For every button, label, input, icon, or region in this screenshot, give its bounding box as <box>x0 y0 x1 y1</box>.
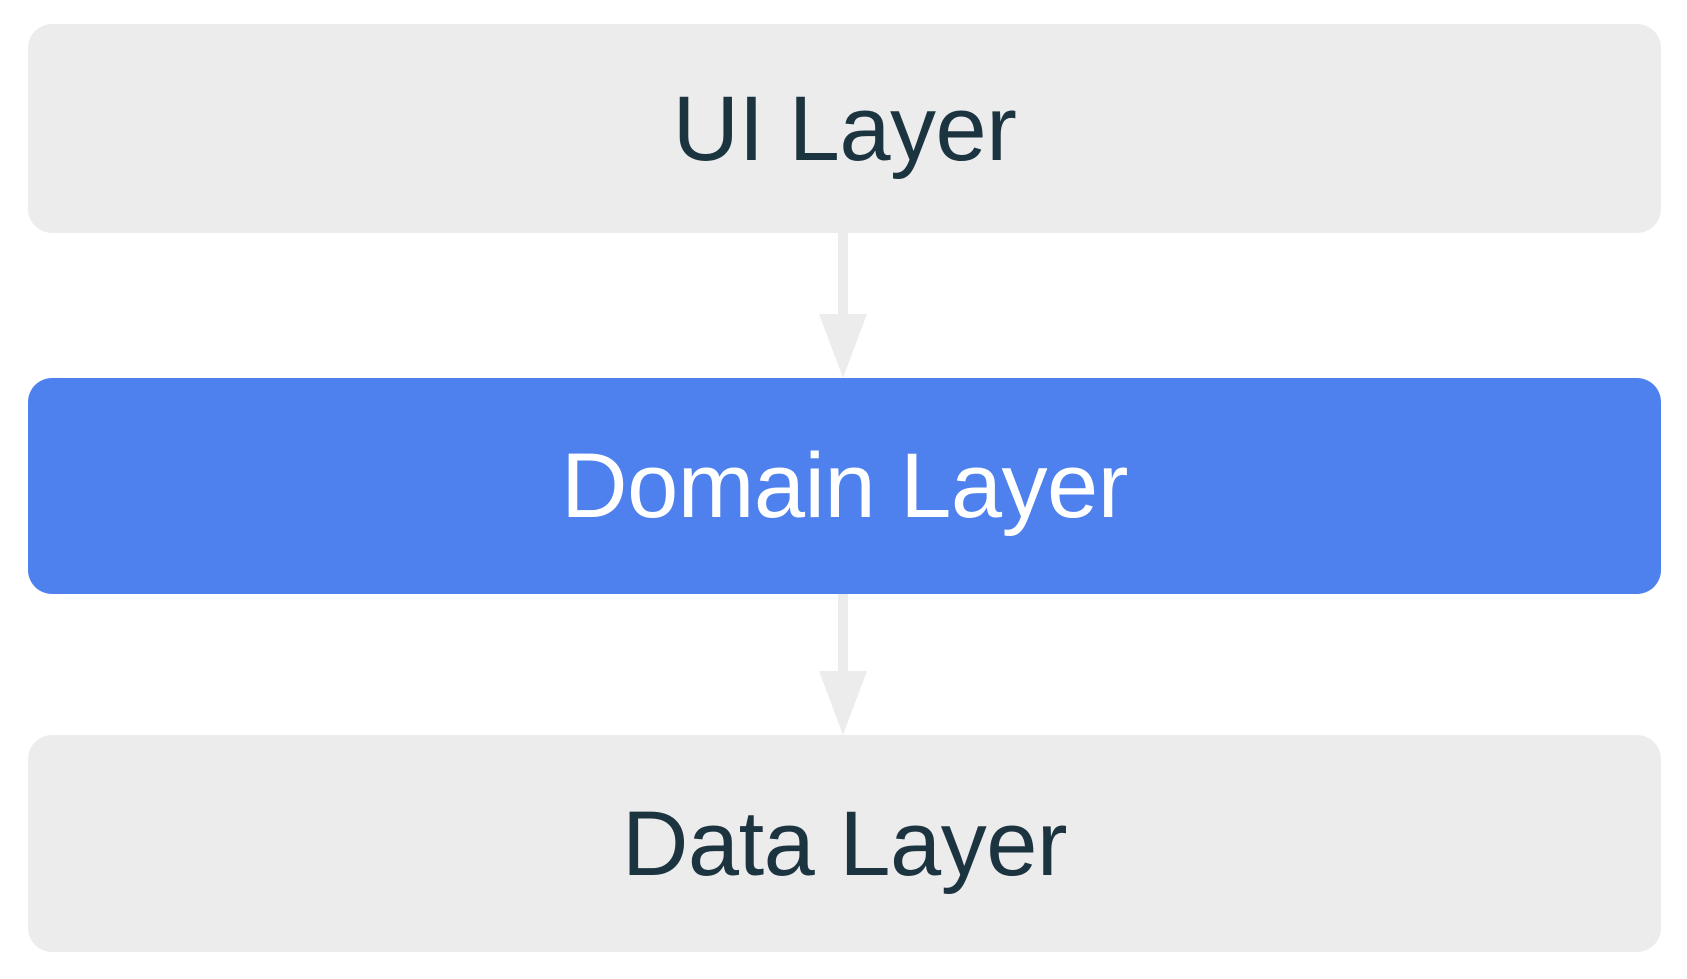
node-domain-layer-label: Domain Layer <box>561 435 1128 537</box>
node-data-layer-label: Data Layer <box>621 792 1068 895</box>
arrow-down-icon <box>819 233 867 378</box>
node-ui-layer[interactable]: UI Layer <box>28 24 1661 233</box>
node-ui-layer-label: UI Layer <box>672 77 1017 180</box>
connector-domain-to-data <box>0 594 1687 735</box>
node-domain-layer[interactable]: Domain Layer <box>28 378 1661 594</box>
arrow-down-icon <box>819 594 867 735</box>
connector-ui-to-domain <box>0 233 1687 378</box>
node-data-layer[interactable]: Data Layer <box>28 735 1661 952</box>
